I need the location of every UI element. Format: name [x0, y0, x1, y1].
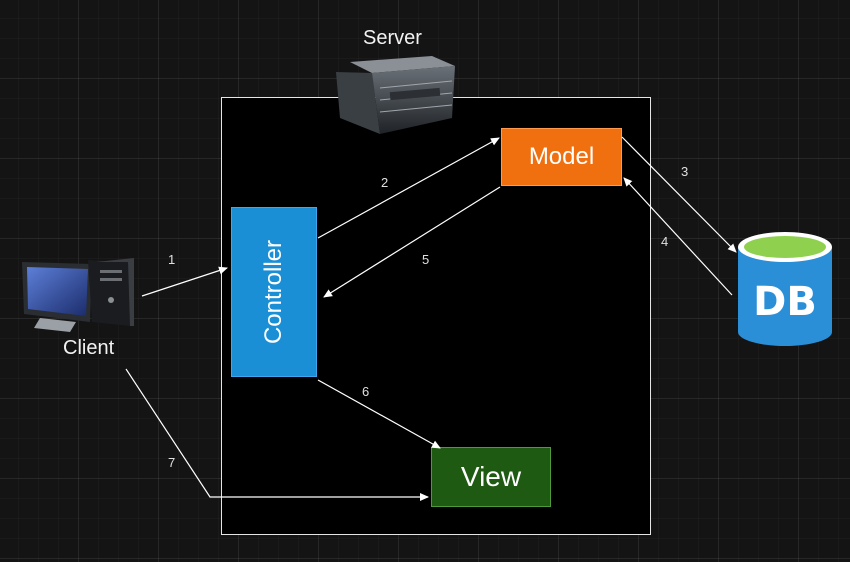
view-label: View: [460, 461, 522, 492]
db-label: DB: [753, 279, 817, 325]
arrow-2: [317, 137, 500, 239]
step-label: 6: [362, 384, 369, 399]
controller-node[interactable]: Controller: [231, 207, 317, 377]
arrow-1: [141, 266, 228, 297]
server-icon: [336, 56, 455, 134]
database-icon: DB: [738, 232, 832, 346]
arrow-7: [125, 368, 429, 501]
arrow-4: [623, 177, 733, 296]
model-label: Model: [528, 143, 595, 170]
step-label: 7: [168, 455, 175, 470]
client-label: Client: [63, 337, 115, 359]
arrow-3: [621, 136, 737, 253]
arrow-6: [317, 379, 441, 449]
model-node[interactable]: Model: [501, 128, 622, 186]
view-node[interactable]: View: [431, 447, 551, 507]
step-label: 5: [422, 252, 429, 267]
computer-icon: [22, 258, 134, 332]
arrow-5: [323, 186, 501, 298]
step-label: 3: [681, 164, 688, 179]
server-label: Server: [363, 27, 422, 49]
step-label: 4: [661, 234, 668, 249]
step-label: 1: [168, 252, 175, 267]
step-label: 2: [381, 175, 388, 190]
